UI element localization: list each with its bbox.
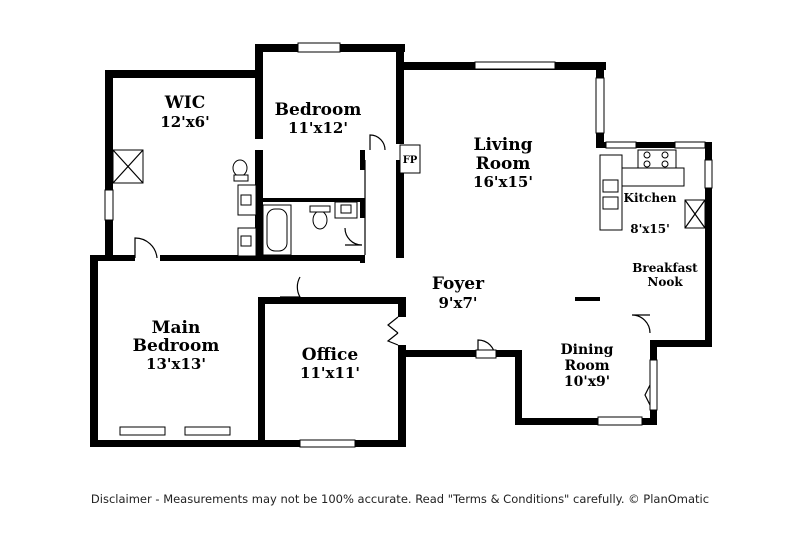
dining-name-1: Dining [561, 342, 614, 358]
doors [134, 134, 651, 406]
bedroom-dims: 11'x12' [288, 119, 348, 137]
fixtures [112, 144, 706, 257]
dining-name-2: Room [564, 358, 609, 374]
dining-dims: 10'x9' [564, 374, 610, 390]
breakfast-name-1: Breakfast [632, 261, 698, 275]
living-dims: 16'x15' [473, 173, 533, 191]
fireplace-label: FP [403, 155, 418, 166]
main-bedroom-dims: 13'x13' [146, 355, 206, 373]
living-name-1: Living [474, 135, 533, 155]
wic-name: WIC [164, 93, 206, 113]
office-name: Office [302, 345, 359, 365]
main-bedroom-name-2: Bedroom [133, 336, 220, 356]
windows [104, 42, 713, 448]
foyer-dims: 9'x7' [438, 294, 477, 312]
wic-dims: 12'x6' [160, 113, 209, 131]
kitchen-name: Kitchen [624, 191, 677, 205]
main-bedroom-name-1: Main [152, 318, 201, 338]
disclaimer-text: Disclaimer - Measurements may not be 100… [90, 492, 710, 506]
breakfast-name-2: Nook [647, 275, 683, 289]
living-name-2: Room [476, 154, 531, 174]
office-dims: 11'x11' [300, 364, 360, 382]
bedroom-name: Bedroom [275, 100, 362, 120]
kitchen-dims: 8'x15' [630, 222, 670, 236]
room-labels: WIC 12'x6' Bedroom 11'x12' Living Room 1… [133, 93, 699, 390]
foyer-name: Foyer [432, 274, 485, 294]
